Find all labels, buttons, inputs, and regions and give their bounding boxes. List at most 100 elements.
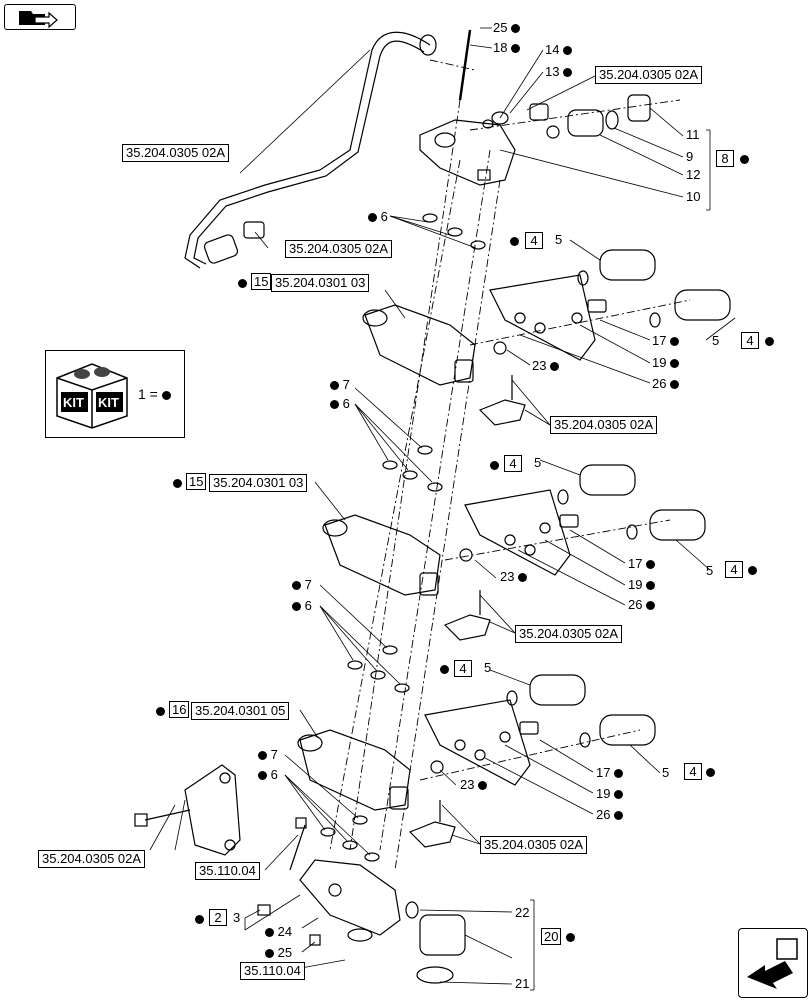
kit-label-right: KIT	[98, 395, 119, 410]
callout-11: 11	[686, 127, 700, 142]
callout-box-20[interactable]: 20	[541, 928, 562, 945]
dot-icon	[670, 380, 680, 390]
dot-icon	[670, 337, 680, 347]
top-navigation-button[interactable]	[4, 4, 76, 30]
callout-box-4b[interactable]: 4	[741, 332, 759, 349]
dot-icon	[740, 155, 749, 164]
ref-lever-3[interactable]: 35.204.0305 02A	[480, 836, 588, 854]
callout-6b: 6	[330, 397, 350, 411]
dot-icon	[614, 769, 624, 779]
callout-25-bottom: 25	[265, 946, 292, 960]
callout-box-4f[interactable]: 4	[684, 763, 702, 780]
dot-icon	[765, 337, 774, 346]
callout-number: 18	[493, 40, 508, 55]
callout-25-top: 25	[493, 21, 521, 35]
dot-icon	[646, 560, 656, 570]
valve-section-3	[297, 674, 656, 848]
callout-box-16[interactable]: 16	[169, 701, 190, 718]
callout-10: 10	[686, 189, 701, 204]
callout-number: 19	[652, 355, 667, 370]
callout-17a: 17	[652, 334, 680, 348]
callout-number: 26	[596, 807, 611, 822]
callout-number: 23	[532, 358, 547, 373]
callout-box-4a[interactable]: 4	[525, 232, 543, 249]
callout-box-8[interactable]: 8	[716, 150, 734, 167]
callout-number: 6	[342, 396, 350, 411]
kit-label-left: KIT	[63, 395, 84, 410]
callout-5d: 5	[706, 563, 714, 578]
callout-box-4e[interactable]: 4	[454, 660, 472, 677]
ref-bolt[interactable]: 35.110.04	[195, 862, 260, 880]
callout-box-15a[interactable]: 15	[251, 273, 272, 290]
dot-icon	[518, 573, 528, 583]
dot-icon	[566, 933, 575, 942]
dot-icon	[510, 237, 519, 246]
callout-19b: 19	[628, 577, 656, 592]
kit-legend-equals: 1 =	[138, 386, 158, 402]
callout-number: 19	[596, 786, 611, 801]
callout-5a: 5	[555, 232, 563, 247]
callout-5f: 5	[662, 765, 670, 780]
ref-section-2[interactable]: 35.204.0301 03	[209, 474, 308, 492]
ref-section-1[interactable]: 35.204.0301 03	[271, 274, 370, 292]
callout-number: 19	[628, 577, 643, 592]
callout-number: 6	[304, 598, 312, 613]
ref-pipe[interactable]: 35.204.0305 02A	[122, 144, 230, 162]
callout-number: 7	[342, 377, 350, 392]
callout-7a: 7	[330, 378, 350, 392]
callout-number: 24	[277, 924, 293, 939]
callout-6-top: 6	[368, 210, 388, 224]
callout-5c: 5	[534, 455, 542, 470]
ref-bracket[interactable]: 35.204.0305 02A	[38, 850, 146, 868]
callout-9: 9	[686, 149, 694, 164]
dot-icon	[156, 707, 165, 716]
ref-nut[interactable]: 35.110.04	[240, 962, 305, 980]
ref-section-3[interactable]: 35.204.0301 05	[191, 702, 290, 720]
callout-3: 3	[233, 910, 241, 925]
dot-icon	[490, 461, 499, 470]
ref-pipe-fitting[interactable]: 35.204.0305 02A	[285, 240, 393, 258]
valve-section-2	[322, 464, 706, 641]
next-page-button[interactable]	[738, 928, 808, 998]
callout-23b: 23	[500, 570, 528, 584]
callout-26a: 26	[652, 377, 680, 391]
callout-23a: 23	[532, 358, 560, 373]
dot-icon	[368, 213, 377, 223]
callout-number: 25	[277, 945, 293, 960]
callout-number: 7	[270, 747, 278, 762]
callout-box-15b[interactable]: 15	[186, 473, 207, 490]
next-page-arrow-icon	[747, 938, 798, 989]
dot-icon	[265, 928, 274, 938]
kit-dot-icon	[161, 390, 171, 400]
ref-lever-1[interactable]: 35.204.0305 02A	[550, 416, 658, 434]
callout-box-4c[interactable]: 4	[504, 455, 522, 472]
dot-icon	[292, 602, 301, 612]
dot-icon	[195, 915, 204, 924]
dot-icon	[706, 768, 715, 777]
dot-icon	[265, 949, 274, 959]
callout-17b: 17	[628, 557, 656, 571]
dot-icon	[440, 665, 449, 674]
dot-icon	[511, 24, 521, 34]
kit-legend-box: KIT KIT 1 =	[45, 350, 185, 438]
callout-26c: 26	[596, 807, 624, 822]
mounting-bracket	[184, 764, 241, 856]
ref-top-right[interactable]: 35.204.0305 02A	[595, 66, 703, 84]
callout-19c: 19	[596, 786, 624, 801]
callout-box-2[interactable]: 2	[209, 909, 227, 926]
ref-lever-2[interactable]: 35.204.0305 02A	[515, 625, 623, 643]
callout-22: 22	[515, 905, 530, 920]
dot-icon	[614, 811, 624, 821]
folder-arrow-icon	[19, 11, 58, 29]
callout-21: 21	[515, 976, 530, 991]
callout-7c: 7	[258, 748, 278, 762]
callout-19a: 19	[652, 355, 680, 370]
dot-icon	[478, 781, 488, 791]
kit-box-icon	[56, 363, 128, 429]
callout-number: 6	[380, 209, 388, 224]
callout-23c: 23	[460, 778, 488, 792]
callout-number: 7	[304, 577, 312, 592]
callout-14: 14	[545, 43, 573, 57]
callout-box-4d[interactable]: 4	[725, 561, 743, 578]
